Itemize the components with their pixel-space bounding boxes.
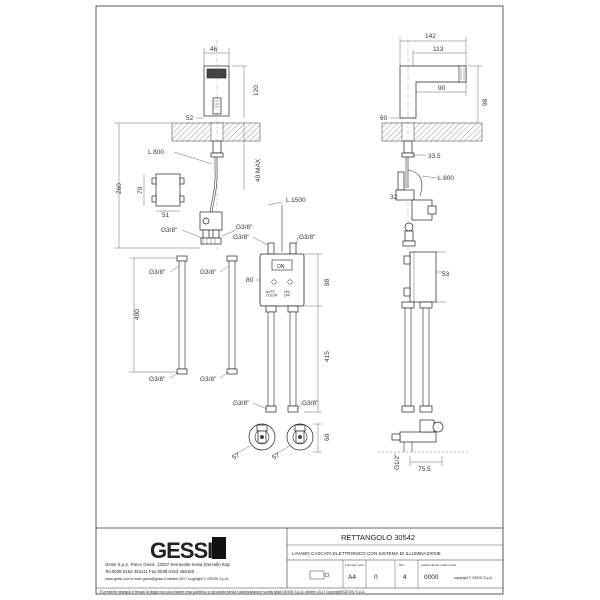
dim-valve-conn-left: G3/8" <box>233 400 250 407</box>
company-line-2: Tel.0039 0163 454111 Fax.0039 0163 45915… <box>105 569 195 574</box>
dim-cable-length: L 1500 <box>286 197 306 204</box>
code-label: codice cliente / client code <box>421 563 456 567</box>
company-line-1: Gessi S.p.A. Parco Gessi, 13037 Serraval… <box>105 562 231 567</box>
scale-value: 0 <box>374 574 378 581</box>
dim-side-base: 60 <box>380 115 388 122</box>
dim-ctrl-width: 80 <box>246 277 254 284</box>
projection-icon <box>309 570 325 580</box>
dim-hose-length: 400 <box>134 309 141 320</box>
dim-max-thickness: 40 MAX <box>255 158 262 182</box>
dim-hose-bottom-right: G3/8" <box>200 376 217 383</box>
hose-pair-front <box>176 255 238 375</box>
format-value: A4 <box>348 574 356 581</box>
title-block: GESSI Gessi S.p.A. Parco Gessi, 13037 Se… <box>96 527 503 594</box>
dim-valve-dia-left: 57 <box>231 452 241 462</box>
code-value: 0000 <box>424 574 439 581</box>
dim-ctrl-conn-left: G3/8" <box>233 234 250 241</box>
dim-hose-bottom-left: G3/8" <box>149 376 166 383</box>
angle-valve-left <box>248 423 276 451</box>
front-view: 46 120 52 40 MAX L 800 <box>114 40 262 383</box>
gessi-logo-block <box>212 537 226 559</box>
format-label: Formato / size <box>345 563 364 567</box>
dim-valve-height: 60 <box>324 433 331 441</box>
dim-long-hose-length: 415 <box>324 351 331 362</box>
dim-hose-top-right: G3/8" <box>200 269 217 276</box>
gessi-logo: GESSI <box>150 538 212 563</box>
angle-valve-right <box>286 423 314 451</box>
dim-conn-right-a: G3/8" <box>236 224 253 231</box>
dim-spout-width: 46 <box>210 46 218 53</box>
control-led-window <box>271 259 293 271</box>
dim-base-diameter: 52 <box>186 115 194 122</box>
rev-label: Rev <box>399 563 405 567</box>
dim-total-height: 260 <box>116 183 123 194</box>
dim-side-small: 32 <box>390 194 398 201</box>
dim-spout-height: 120 <box>253 85 260 96</box>
dim-valve-conn-right: G3/8" <box>302 400 319 407</box>
dim-conn-left-a: G3/8" <box>161 227 178 234</box>
dim-side-g12: G1/2" <box>394 453 401 470</box>
dim-side-inner: 90 <box>438 85 446 92</box>
dim-hose-top-left: G3/8" <box>149 269 166 276</box>
dim-box-width: 51 <box>162 212 170 219</box>
dim-side-spout: 113 <box>433 46 444 53</box>
dim-side-height: 98 <box>482 98 489 106</box>
dim-side-box: 53 <box>442 271 450 278</box>
dim-ctrl-conn-right: G3/8" <box>299 234 316 241</box>
dim-side-total: 142 <box>425 33 436 40</box>
sheet-border <box>95 5 504 595</box>
control-led-label: ON <box>277 264 285 270</box>
product-description: LAVABO CASCATA ELETTRONICO CON SISTEMA D… <box>292 551 441 556</box>
control-mode-left-button <box>271 279 277 285</box>
side-view: 142 113 90 98 60 33.5 L 80 <box>378 33 489 473</box>
company-line-3: www.gessi.com e-mail: gessi@gessi.it ott… <box>105 577 229 581</box>
legal-notice: È presente disegno è tenuto di legge non… <box>100 589 365 594</box>
product-title: RETTANGOLO 30542 <box>341 533 415 542</box>
dim-side-valve: 75.5 <box>418 466 431 473</box>
dim-side-flex: L 800 <box>438 175 454 182</box>
dim-side-offset: 33.5 <box>428 153 441 160</box>
dim-flexible-length: L 800 <box>148 149 164 156</box>
control-mode-right-label: ON/OFF <box>284 290 290 298</box>
dim-box-height: 70 <box>137 186 144 194</box>
dim-valve-dia-right: 57 <box>271 452 281 462</box>
dim-ctrl-height: 98 <box>324 278 331 286</box>
copyright-right: copyright © GESSI S.p.A. <box>454 576 493 580</box>
control-mode-right-button <box>287 279 293 285</box>
rev-value: 4 <box>403 574 407 581</box>
